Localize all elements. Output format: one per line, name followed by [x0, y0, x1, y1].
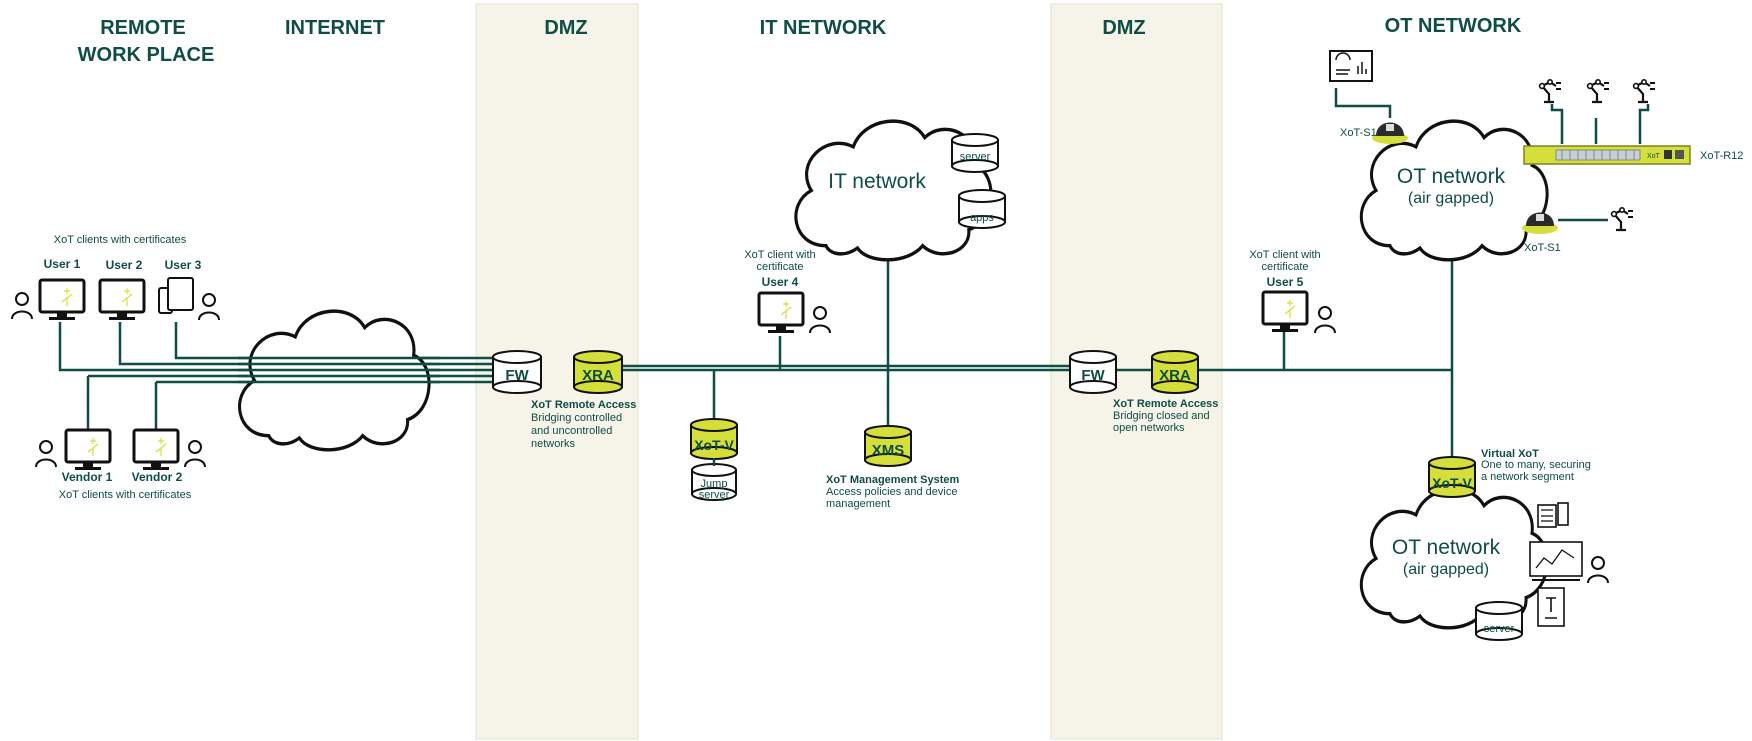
zone-title-remote-2: WORK PLACE — [78, 44, 215, 66]
xot-r12-label: XoT-R12 — [1700, 150, 1743, 162]
virtual-xot-line1: One to many, securing — [1481, 459, 1591, 471]
internet-cloud — [237, 309, 431, 452]
dmz2-fw-label: FW — [1081, 367, 1105, 384]
dmz2-line2: open networks — [1113, 422, 1185, 434]
ot-xotv-label: XoT-V — [1432, 475, 1472, 491]
zone-title-ot-network: OT NETWORK — [1385, 15, 1522, 37]
jump-server-line2: server — [699, 489, 730, 501]
xot-s1-bottom-label: XoT-S1 — [1524, 242, 1561, 254]
jump-server-cylinder: Jump server — [691, 463, 737, 501]
zone-title-dmz-1: DMZ — [544, 17, 587, 39]
dmz1-fw-label: FW — [505, 367, 529, 384]
user3-label: User 3 — [165, 258, 202, 272]
virtual-xot-line2: a network segment — [1481, 471, 1574, 483]
ot-cloud2-line2: (air gapped) — [1403, 561, 1489, 578]
ot-cloud2-line1: OT network — [1392, 536, 1501, 559]
xot-r12-brand: XoT — [1647, 153, 1661, 160]
user1-monitor-icon — [38, 278, 86, 322]
user3-phone-tablet-icon — [158, 277, 194, 314]
it-xotv-label: XoT-V — [694, 437, 734, 453]
zone-title-remote-1: REMOTE — [100, 17, 186, 39]
robot-arm-icon-4 — [1610, 206, 1635, 232]
ot-server-cylinder: server — [1475, 601, 1523, 641]
xms-label: XMS — [872, 442, 905, 459]
xms-title: XoT Management System — [826, 474, 959, 486]
user4-person-icon — [809, 306, 831, 334]
dmz1-xra-appliance[interactable]: XRA — [573, 350, 623, 394]
xot-s1-top-label: XoT-S1 — [1340, 127, 1377, 139]
hmi-dashboard-icon — [1329, 50, 1373, 82]
ot-server-label: server — [1484, 623, 1515, 635]
it-server-label: server — [960, 151, 991, 163]
dmz1-line1: Bridging controlled — [531, 412, 622, 424]
dmz1-line2: and uncontrolled — [531, 425, 612, 437]
factory-machine-icon — [1537, 502, 1569, 528]
zone-title-internet: INTERNET — [285, 17, 385, 39]
vendor1-monitor-icon — [64, 428, 112, 472]
xms-line2: management — [826, 498, 890, 510]
vendor2-label: Vendor 2 — [132, 470, 183, 484]
dmz2-client-line2: certificate — [1261, 261, 1308, 273]
it-server-cylinder: server — [951, 133, 999, 173]
user5-label: User 5 — [1267, 275, 1304, 289]
dmz2-firewall[interactable]: FW — [1069, 350, 1117, 394]
xot-s1-top-device[interactable] — [1372, 122, 1408, 145]
user4-monitor-icon — [757, 291, 805, 335]
user2-label: User 2 — [106, 258, 143, 272]
operator-person-icon — [1587, 556, 1609, 584]
it-client-line2: certificate — [756, 261, 803, 273]
virtual-xot-title: Virtual XoT — [1481, 448, 1539, 460]
user5-monitor-icon — [1261, 290, 1309, 334]
it-client-line1: XoT client with — [744, 249, 815, 261]
internet-cloud-wires — [238, 356, 440, 384]
industrial-robot-icon — [1537, 587, 1565, 627]
xms-appliance[interactable]: XMS — [864, 425, 912, 467]
vendor1-label: Vendor 1 — [62, 470, 113, 484]
dmz2-client-line1: XoT client with — [1249, 249, 1320, 261]
ot-cloud1-line1: OT network — [1397, 165, 1506, 188]
it-cloud-label: IT network — [828, 170, 926, 193]
dmz1-xra-label: XRA — [582, 367, 614, 384]
vendor2-monitor-icon — [132, 428, 180, 472]
xms-line1: Access policies and device — [826, 486, 957, 498]
it-xotv-appliance[interactable]: XoT-V — [690, 418, 738, 460]
robot-arm-icon-3 — [1632, 78, 1657, 104]
ot-cloud1-line2: (air gapped) — [1408, 190, 1494, 207]
dmz1-firewall[interactable]: FW — [492, 350, 542, 394]
xot-r12-switch[interactable]: XoT — [1523, 145, 1691, 165]
control-panel-icon — [1529, 541, 1583, 581]
dmz2-xra-appliance[interactable]: XRA — [1151, 350, 1199, 394]
it-apps-cylinder: apps — [958, 189, 1006, 229]
dmz1-line3: networks — [531, 438, 576, 450]
user4-label: User 4 — [762, 275, 799, 289]
vendor2-person-icon — [184, 440, 206, 468]
user5-person-icon — [1314, 306, 1336, 334]
dmz2-xra-label: XRA — [1159, 367, 1191, 384]
robot-arm-icon-1 — [1538, 78, 1563, 104]
dmz1-title: XoT Remote Access — [531, 399, 636, 411]
jump-server-line1: Jump — [701, 478, 728, 490]
it-apps-label: apps — [970, 212, 994, 224]
remote-clients-bottom-label: XoT clients with certificates — [59, 489, 192, 501]
user1-label: User 1 — [44, 257, 81, 271]
user3-person-icon — [198, 293, 220, 321]
dmz2-title: XoT Remote Access — [1113, 398, 1218, 410]
dmz2-line1: Bridging closed and — [1113, 410, 1210, 422]
zone-title-it-network: IT NETWORK — [760, 17, 887, 39]
ot-xotv-appliance[interactable]: XoT-V — [1428, 456, 1476, 498]
user2-monitor-icon — [98, 278, 146, 322]
user1-person-icon — [11, 292, 33, 320]
vendor1-person-icon — [35, 440, 57, 468]
remote-clients-top-label: XoT clients with certificates — [54, 234, 187, 246]
zone-title-dmz-2: DMZ — [1102, 17, 1145, 39]
robot-arm-icon-2 — [1586, 78, 1611, 104]
